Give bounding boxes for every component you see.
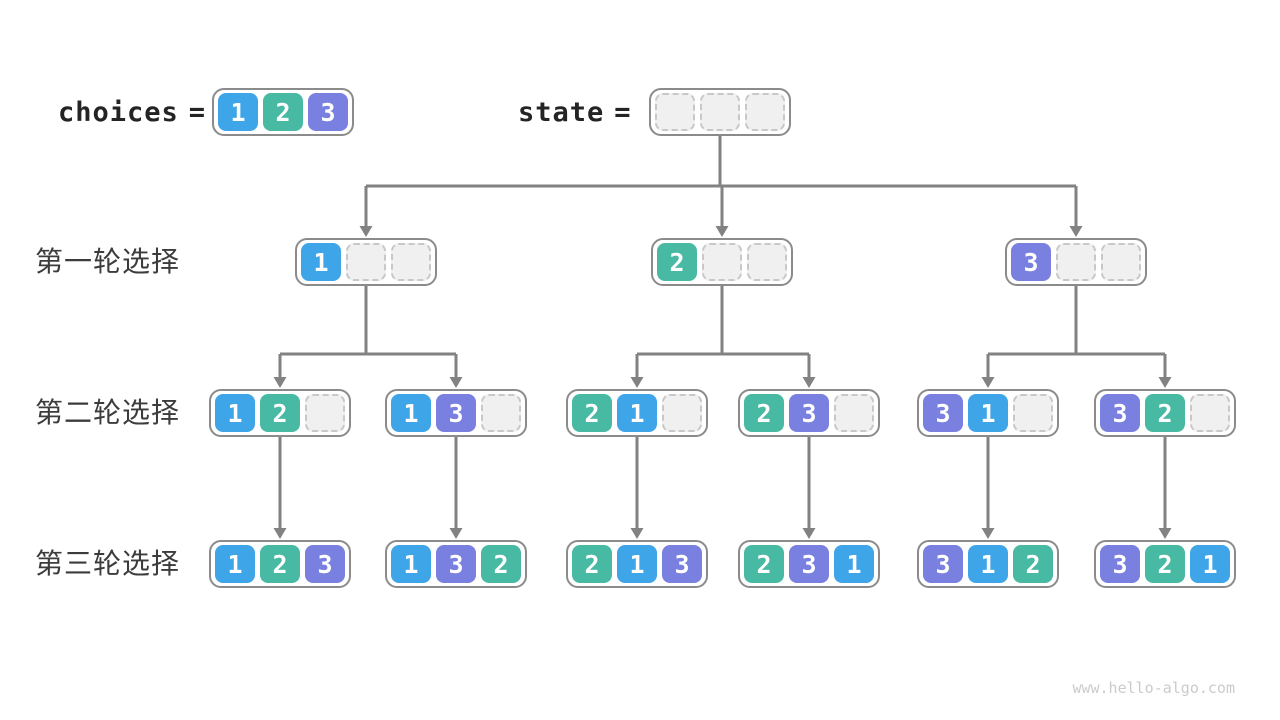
round-2-label: 第二轮选择: [35, 396, 181, 429]
state-array-box: [649, 88, 791, 136]
array-cell-value-2: 2: [572, 394, 612, 432]
array-cell-value-2: 2: [260, 394, 300, 432]
array-cell-empty: [305, 394, 345, 432]
array-cell-value-3: 3: [662, 545, 702, 583]
array-cell-value-1: 1: [834, 545, 874, 583]
array-cell-value-3: 3: [789, 394, 829, 432]
array-cell-value-3: 3: [923, 394, 963, 432]
array-cell-value-3: 3: [305, 545, 345, 583]
array-cell-value-3: 3: [436, 545, 476, 583]
array-cell-value-1: 1: [617, 394, 657, 432]
array-cell-value-3: 3: [308, 93, 348, 131]
array-cell-value-1: 1: [968, 394, 1008, 432]
array-cell-value-2: 2: [481, 545, 521, 583]
array-cell-value-2: 2: [744, 394, 784, 432]
round-1-label: 第一轮选择: [35, 245, 181, 278]
state-expression: state =: [518, 88, 632, 136]
array-cell-empty: [834, 394, 874, 432]
equals-sign: =: [614, 96, 632, 128]
array-cell-value-1: 1: [218, 93, 258, 131]
array-cell-empty: [747, 243, 787, 281]
array-cell-value-2: 2: [260, 545, 300, 583]
array-cell-value-3: 3: [789, 545, 829, 583]
array-cell-value-1: 1: [968, 545, 1008, 583]
array-cell-empty: [481, 394, 521, 432]
array-cell-value-3: 3: [1100, 394, 1140, 432]
array-cell-value-2: 2: [572, 545, 612, 583]
array-cell-empty: [655, 93, 695, 131]
array-cell-value-2: 2: [263, 93, 303, 131]
array-cell-value-2: 2: [1145, 394, 1185, 432]
array-cell-empty: [1056, 243, 1096, 281]
array-cell-empty: [745, 93, 785, 131]
state-node-round1-3: 3: [1005, 238, 1147, 286]
state-node-round1-1: 1: [295, 238, 437, 286]
array-cell-empty: [702, 243, 742, 281]
choices-label: choices: [58, 96, 179, 128]
array-cell-empty: [700, 93, 740, 131]
array-cell-value-1: 1: [215, 545, 255, 583]
array-cell-empty: [662, 394, 702, 432]
array-cell-value-2: 2: [657, 243, 697, 281]
array-cell-value-1: 1: [215, 394, 255, 432]
watermark: www.hello-algo.com: [1072, 679, 1235, 697]
array-cell-value-2: 2: [744, 545, 784, 583]
array-cell-empty: [1101, 243, 1141, 281]
array-cell-empty: [346, 243, 386, 281]
choices-expression: choices =: [58, 88, 206, 136]
state-node-round1-2: 2: [651, 238, 793, 286]
array-cell-value-3: 3: [923, 545, 963, 583]
array-cell-value-2: 2: [1145, 545, 1185, 583]
round-3-label: 第三轮选择: [35, 547, 181, 580]
array-cell-value-1: 1: [1190, 545, 1230, 583]
array-cell-empty: [1190, 394, 1230, 432]
array-cell-value-1: 1: [301, 243, 341, 281]
array-cell-empty: [391, 243, 431, 281]
array-cell-empty: [1013, 394, 1053, 432]
array-cell-value-2: 2: [1013, 545, 1053, 583]
array-cell-value-1: 1: [617, 545, 657, 583]
array-cell-value-1: 1: [391, 545, 431, 583]
array-cell-value-3: 3: [1011, 243, 1051, 281]
array-cell-value-3: 3: [1100, 545, 1140, 583]
array-cell-value-1: 1: [391, 394, 431, 432]
equals-sign: =: [188, 96, 207, 128]
state-label: state: [518, 96, 605, 128]
array-cell-value-3: 3: [436, 394, 476, 432]
